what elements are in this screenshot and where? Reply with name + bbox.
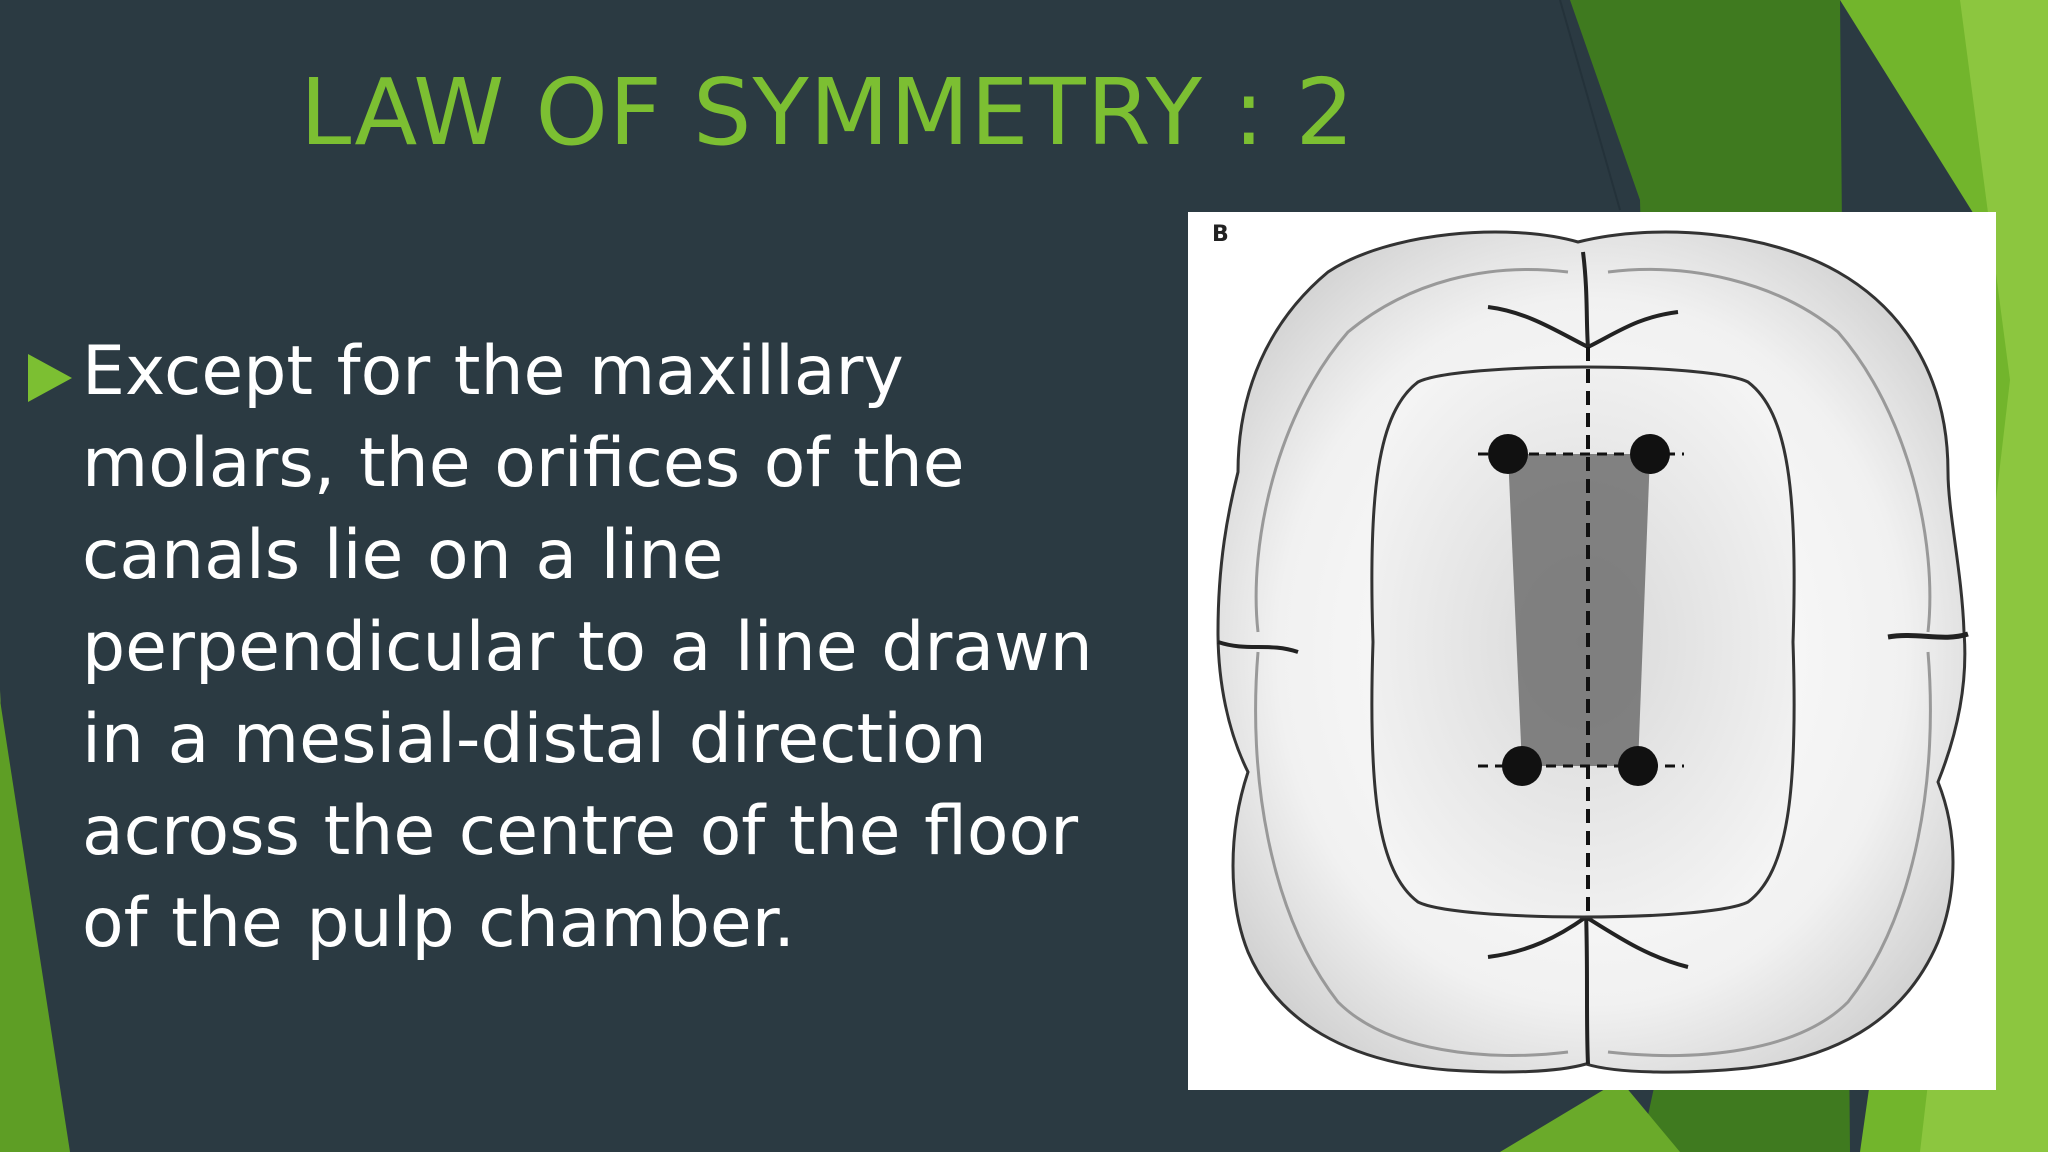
bullet-item: Except for the maxillary molars, the ori… (28, 326, 1148, 970)
bg-left-green-wedge (0, 700, 70, 1152)
orifice-distobuccal (1502, 746, 1542, 786)
orifice-mesiolingual (1630, 434, 1670, 474)
cusp-left-upper (1254, 268, 1569, 633)
bg-light-green-wedge (1920, 0, 2048, 1152)
mesial-groove (1217, 640, 1299, 654)
green-triangle-bullet-icon (28, 354, 72, 402)
central-fissure-top (1487, 251, 1679, 350)
tooth-illustration: B (1188, 212, 1996, 1090)
orifice-mesiobuccal (1488, 434, 1528, 474)
bullet-text: Except for the maxillary molars, the ori… (82, 332, 1093, 963)
cusp-right-upper (1607, 268, 1932, 633)
orifice-connection-area (1508, 454, 1650, 766)
figure-label: B (1212, 222, 1229, 247)
slide-title: LAW OF SYMMETRY : 2 (300, 59, 1355, 166)
orifice-distolingual (1618, 746, 1658, 786)
cusp-right-lower (1607, 651, 1932, 1057)
tooth-diagram (1216, 230, 1969, 1074)
bg-thin-line (1559, 0, 1621, 211)
cusp-left-lower (1254, 651, 1569, 1057)
bg-bottom-green-wedge (1500, 1080, 1680, 1152)
distal-groove (1887, 631, 1969, 640)
